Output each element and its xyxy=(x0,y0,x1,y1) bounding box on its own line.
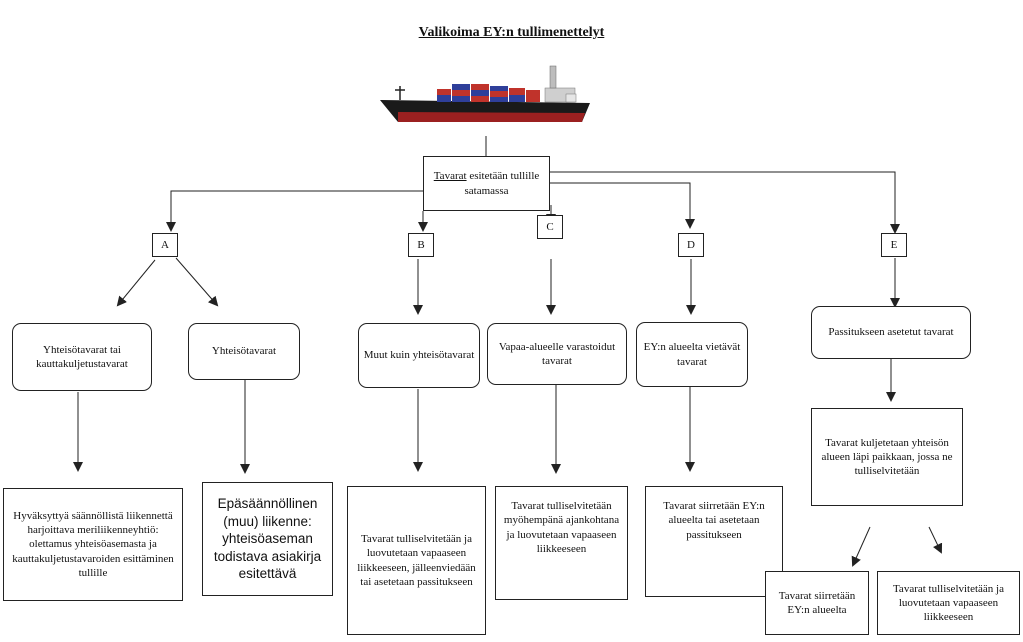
branch-letter-d: D xyxy=(678,233,704,257)
result-e-right: Tavarat tulliselvitetään ja luovutetaan … xyxy=(877,571,1020,635)
box-d: EY:n alueelta vietävät tavarat xyxy=(636,322,748,387)
result-b: Tavarat tulliselvitetään ja luovutetaan … xyxy=(347,486,486,635)
branch-letter-a: A xyxy=(152,233,178,257)
connector-lines xyxy=(73,136,943,567)
root-text: Tavarat esitetään tullille satamassa xyxy=(428,169,545,198)
result-e-left: Tavarat siirretään EY:n alueelta xyxy=(765,571,869,635)
box-e: Passitukseen asetetut tavarat xyxy=(811,306,971,359)
result-c: Tavarat tulliselvitetään myöhempänä ajan… xyxy=(495,486,628,600)
box-c: Vapaa-alueelle varastoidut tavarat xyxy=(487,323,627,385)
result-a-right: Epäsäännöllinen (muu) liikenne: yhteisöa… xyxy=(202,482,333,596)
root-box: Tavarat esitetään tullille satamassa xyxy=(423,156,550,211)
branch-letter-b: B xyxy=(408,233,434,257)
box-a-left: Yhteisötavarat tai kauttakuljetustavarat xyxy=(12,323,152,391)
root-rest: esitetään tullille satamassa xyxy=(464,170,540,197)
box-a-right: Yhteisötavarat xyxy=(188,323,300,380)
box-e-middle: Tavarat kuljetetaan yhteisön alueen läpi… xyxy=(811,408,963,506)
ship-illustration xyxy=(380,65,590,122)
ship-containers xyxy=(437,84,540,102)
result-d: Tavarat siirretään EY:n alueelta tai ase… xyxy=(645,486,783,597)
box-b: Muut kuin yhteisötavarat xyxy=(358,323,480,388)
diagram-title: Valikoima EY:n tullimenettelyt xyxy=(418,25,605,40)
branch-letter-e: E xyxy=(881,233,907,257)
branch-letter-c: C xyxy=(537,215,563,239)
result-a-left: Hyväksyttyä säännöllistä liikennettä har… xyxy=(3,488,183,601)
root-underlined: Tavarat xyxy=(433,170,467,183)
